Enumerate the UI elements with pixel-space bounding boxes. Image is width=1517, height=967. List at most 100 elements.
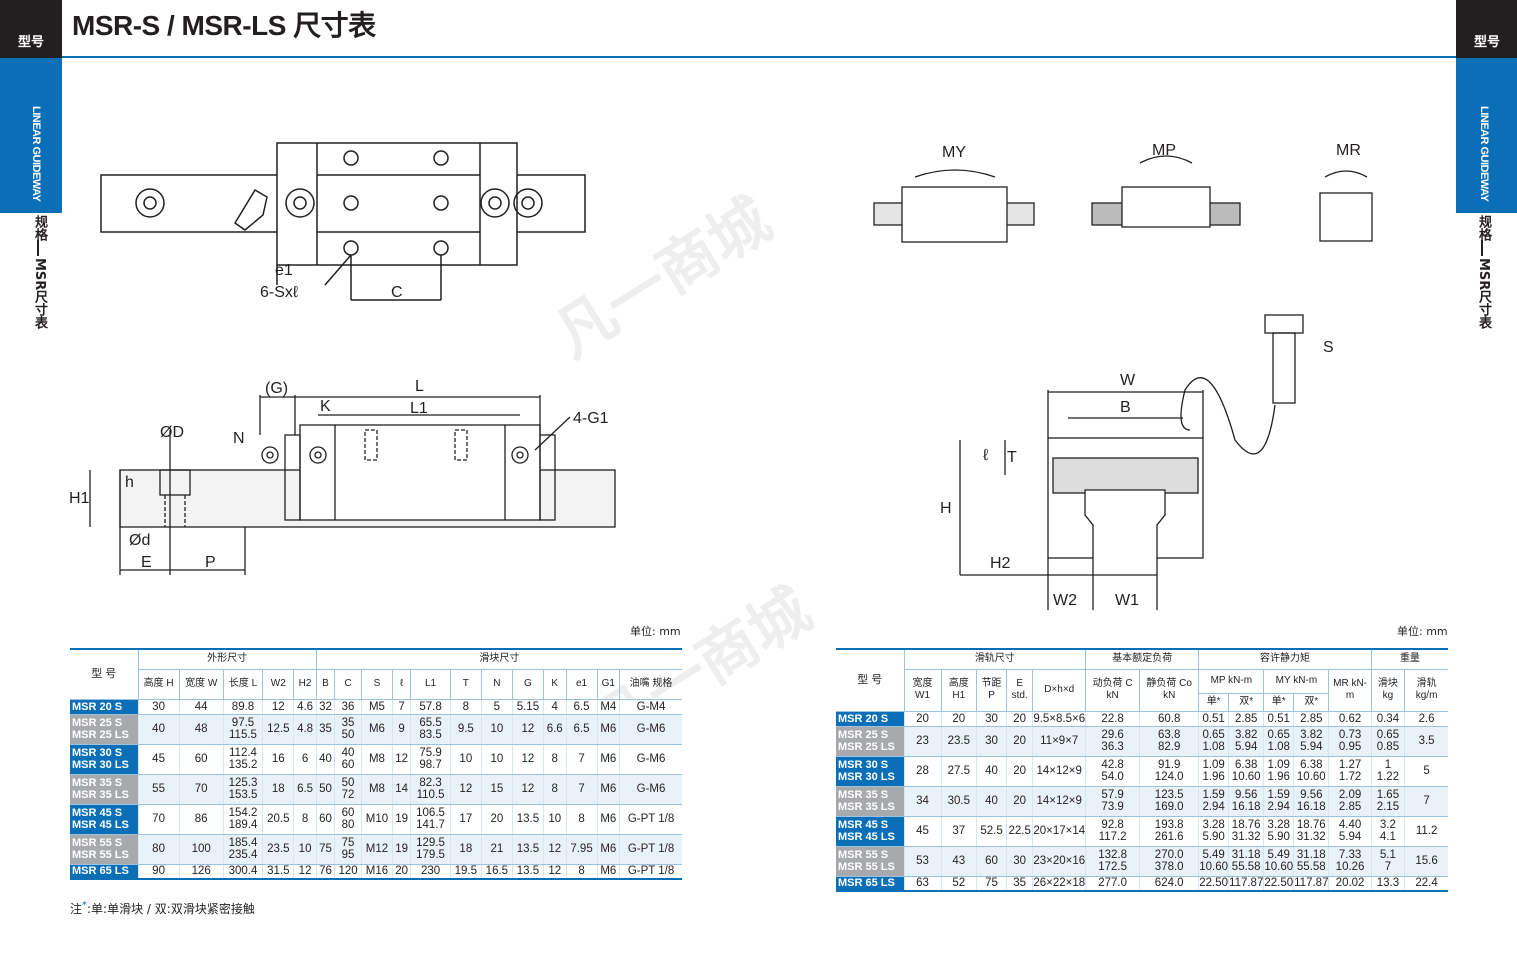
cell-value: 73.9	[1101, 801, 1124, 813]
cell-value: 22.50	[1264, 877, 1294, 890]
value-cell: 76	[315, 864, 335, 880]
column-header-my: MY kN-m	[1263, 669, 1329, 694]
value-cell: 20	[903, 711, 942, 727]
cell-value: 40	[341, 747, 355, 759]
cell-value: 90	[152, 865, 165, 878]
cell-value: 23.5	[947, 735, 970, 747]
cell-value: 23	[916, 735, 929, 747]
cell-value: 28	[916, 765, 929, 777]
value-cell: 30	[976, 726, 1007, 757]
cell-value: 44	[194, 700, 208, 713]
top-bar	[0, 0, 1517, 58]
value-cell: 10	[449, 744, 482, 775]
cell-value: 14×12×9	[1036, 795, 1082, 807]
cell-value: 31.5	[267, 865, 290, 878]
cell-value: 16	[271, 753, 285, 765]
cell-value: MSR 55 S	[72, 837, 123, 849]
cell-value: 624.0	[1154, 877, 1184, 890]
cell-value: 4.40	[1338, 819, 1362, 831]
cell-value: 261.6	[1154, 831, 1184, 843]
value-cell: 60	[178, 744, 224, 775]
value-cell: 14	[391, 774, 411, 805]
top-view-drawing: e1 6-Sxℓ C	[100, 142, 586, 301]
cell-value: M10	[365, 813, 389, 825]
value-cell: 8	[565, 864, 598, 880]
cell-value: 5.1	[1379, 849, 1396, 861]
value-cell: 20	[940, 711, 977, 727]
cell-value: 117.87	[1294, 877, 1329, 890]
cell-value: 100	[191, 843, 211, 855]
cell-value: 5.15	[516, 700, 540, 713]
value-cell: M6	[360, 714, 393, 745]
cell-value: 36.3	[1101, 741, 1124, 753]
value-cell: 16.5	[480, 864, 513, 880]
header-outer: 外形尺寸	[137, 648, 317, 670]
cell-value: 2.85	[1300, 712, 1323, 725]
cell-value: 4.1	[1379, 831, 1396, 843]
cell-value: 17	[459, 813, 473, 825]
cell-value: 2.85	[1235, 712, 1258, 725]
value-cell: 277.0	[1085, 876, 1140, 892]
cell-value: 14×12×9	[1036, 765, 1082, 777]
value-cell: 6	[293, 744, 317, 775]
value-cell: 20.5	[262, 804, 294, 835]
cell-value: 12.5	[267, 723, 290, 735]
value-cell: 35	[1005, 876, 1033, 892]
label-d: Ød	[129, 532, 150, 549]
value-cell: M6	[596, 774, 620, 805]
value-cell: 26×22×18	[1032, 876, 1086, 892]
cell-value: 3.5	[1418, 735, 1435, 747]
value-cell: 624.0	[1139, 876, 1199, 892]
cell-value: 1.09	[1202, 759, 1225, 771]
column-header: D×h×d	[1032, 669, 1086, 712]
cell-value: 30.5	[947, 795, 970, 807]
cell-value: 52	[952, 877, 966, 890]
cell-value: M12	[365, 843, 389, 855]
cell-value: 23.5	[267, 843, 290, 855]
cell-value: 7.95	[570, 843, 593, 855]
unit-right: 单位: mm	[1397, 625, 1448, 638]
cell-value: 32	[319, 700, 332, 713]
value-cell: 5	[480, 699, 513, 715]
cell-value: MSR 35 LS	[72, 789, 129, 801]
value-cell: 21	[480, 834, 513, 865]
value-cell: 20	[480, 804, 513, 835]
value-cell: 16	[262, 744, 294, 775]
cell-value: 83.5	[419, 729, 442, 741]
value-cell: 20	[1005, 711, 1033, 727]
cell-value: MSR 45 LS	[72, 819, 129, 831]
value-cell: 80	[137, 834, 180, 865]
value-cell: 35	[315, 714, 335, 745]
cell-value: 0.85	[1376, 741, 1400, 753]
label-g: (G)	[265, 380, 288, 397]
cell-value: 10	[490, 723, 504, 735]
column-header: G	[511, 669, 544, 700]
cell-value: 20.5	[267, 813, 290, 825]
value-cell: 22.50	[1263, 876, 1294, 892]
cell-value: 75	[319, 843, 332, 855]
cell-value: MSR 65 LS	[72, 865, 129, 878]
column-header: K	[542, 669, 566, 700]
cell-value: 5.49	[1202, 849, 1225, 861]
cell-value: 1	[1384, 759, 1392, 771]
cell-value: 40	[985, 765, 998, 777]
cell-value: 117.87	[1229, 877, 1264, 890]
label-s-end: S	[1323, 339, 1334, 356]
value-cell: 12	[542, 834, 566, 865]
cell-value: M8	[368, 753, 385, 765]
value-cell: 19.5	[449, 864, 482, 880]
